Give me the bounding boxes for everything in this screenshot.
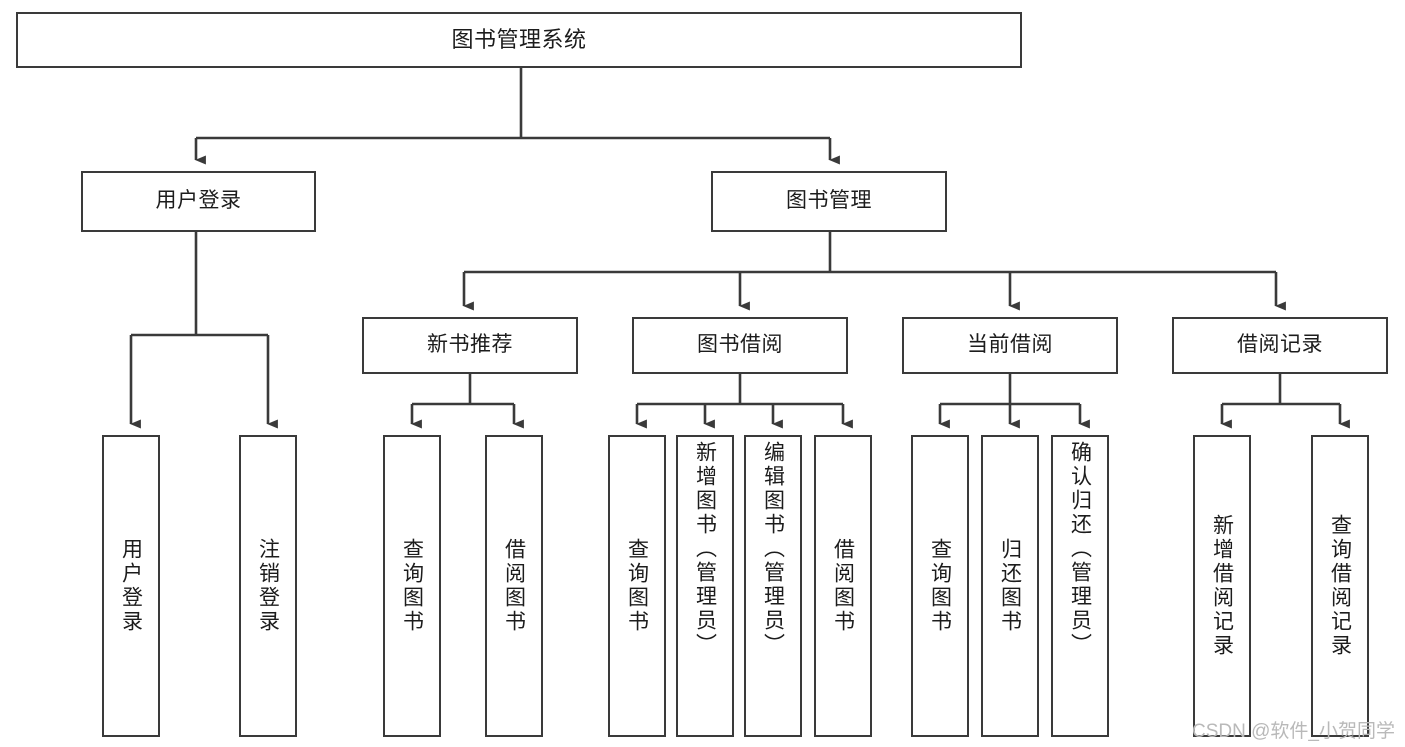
leaf-record-add-record[interactable]: 新增借阅记录	[1193, 435, 1251, 737]
leaf-borrow-borrow-book[interactable]: 借阅图书	[814, 435, 872, 737]
node-label: 图书管理系统	[451, 27, 587, 53]
node-label: 编辑图书（管理员）	[761, 441, 785, 657]
node-book-borrow[interactable]: 图书借阅	[632, 317, 848, 374]
leaf-current-query-book[interactable]: 查询图书	[911, 435, 969, 737]
node-label: 查询借阅记录	[1328, 514, 1352, 658]
node-label: 图书借阅	[697, 333, 783, 357]
node-label: 用户登录	[155, 189, 242, 213]
node-label: 注销登录	[256, 538, 280, 634]
node-user-login[interactable]: 用户登录	[81, 171, 316, 232]
node-label: 查询图书	[400, 538, 424, 634]
node-label: 当前借阅	[967, 333, 1053, 357]
node-label: 确认归还（管理员）	[1068, 441, 1092, 657]
node-label: 归还图书	[998, 538, 1022, 634]
node-borrow-record[interactable]: 借阅记录	[1172, 317, 1388, 374]
leaf-recommend-query-book[interactable]: 查询图书	[383, 435, 441, 737]
node-label: 新增借阅记录	[1210, 514, 1234, 658]
leaf-current-confirm-return[interactable]: 确认归还（管理员）	[1051, 435, 1109, 737]
leaf-record-query-record[interactable]: 查询借阅记录	[1311, 435, 1369, 737]
node-label: 查询图书	[625, 538, 649, 634]
watermark-text: CSDN @软件_小贺同学	[1192, 721, 1395, 742]
leaf-current-return-book[interactable]: 归还图书	[981, 435, 1039, 737]
node-label: 新增图书（管理员）	[693, 441, 717, 657]
node-current-borrow[interactable]: 当前借阅	[902, 317, 1118, 374]
leaf-borrow-edit-book[interactable]: 编辑图书（管理员）	[744, 435, 802, 737]
leaf-borrow-add-book[interactable]: 新增图书（管理员）	[676, 435, 734, 737]
node-root-system[interactable]: 图书管理系统	[16, 12, 1022, 68]
node-label: 用户登录	[119, 538, 143, 634]
leaf-user-login-logout[interactable]: 注销登录	[239, 435, 297, 737]
leaf-recommend-borrow-book[interactable]: 借阅图书	[485, 435, 543, 737]
node-label: 借阅记录	[1237, 333, 1323, 357]
node-label: 查询图书	[928, 538, 952, 634]
node-book-management[interactable]: 图书管理	[711, 171, 947, 232]
node-label: 新书推荐	[427, 333, 513, 357]
node-label: 图书管理	[786, 189, 872, 213]
node-new-book-recommend[interactable]: 新书推荐	[362, 317, 578, 374]
node-label: 借阅图书	[831, 538, 855, 634]
leaf-borrow-query-book[interactable]: 查询图书	[608, 435, 666, 737]
node-label: 借阅图书	[502, 538, 526, 634]
leaf-user-login-login[interactable]: 用户登录	[102, 435, 160, 737]
